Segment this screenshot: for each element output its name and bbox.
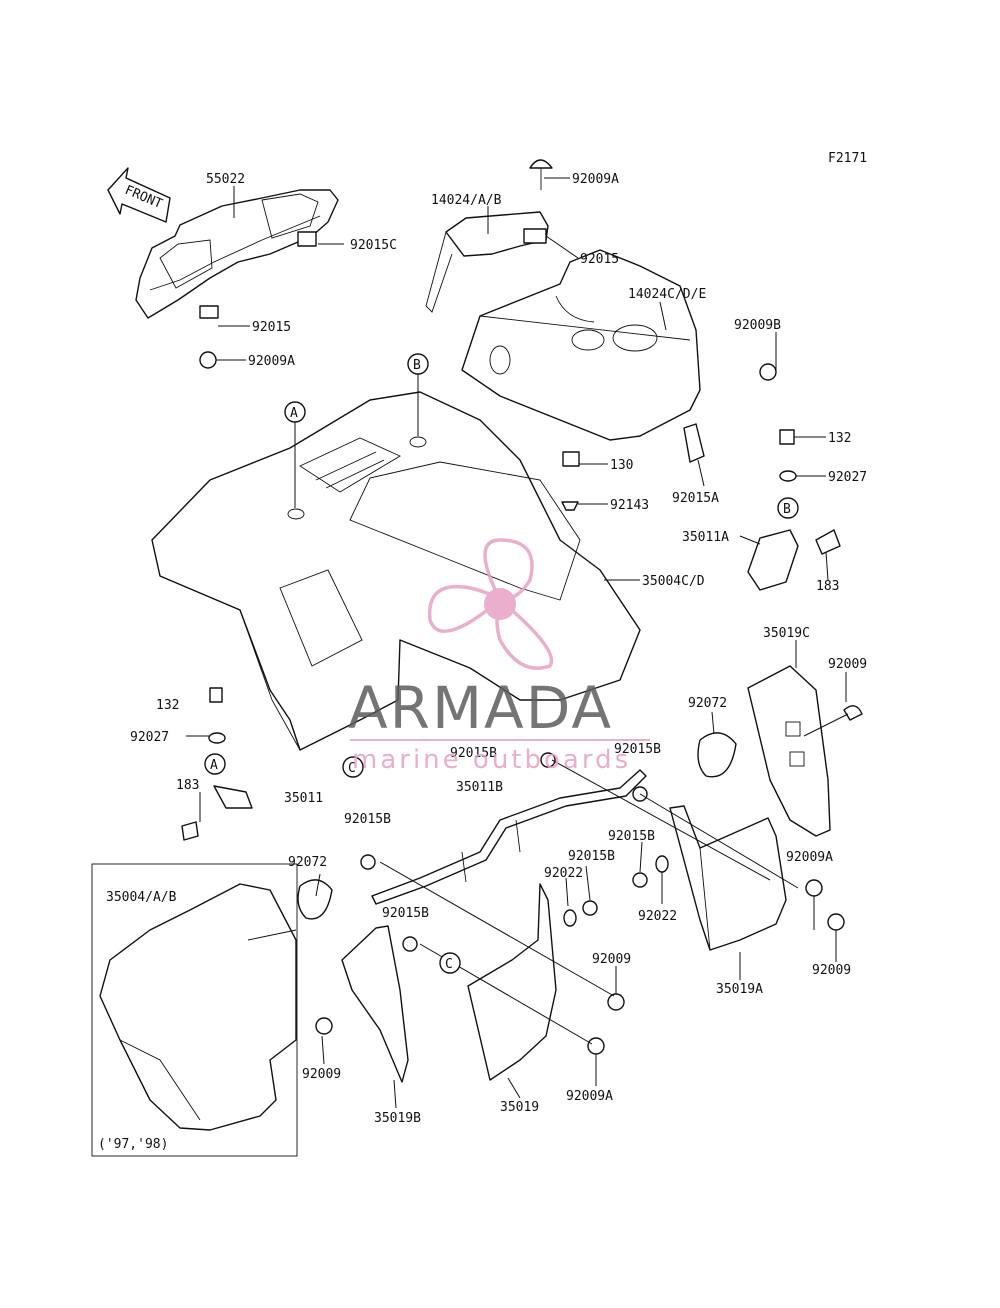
part-35019C-drawing	[747, 665, 863, 837]
part-label: 92009A	[572, 172, 619, 187]
part-label: 92015C	[350, 238, 397, 253]
part-label: 183	[816, 579, 839, 594]
part-label: 35019A	[716, 982, 763, 997]
part-label: 55022	[206, 172, 245, 187]
part-label: 92022	[638, 909, 677, 924]
part-label: 92009	[302, 1067, 341, 1082]
svg-text:C: C	[348, 761, 356, 776]
part-label: 35011A	[682, 530, 729, 545]
part-14024AB-drawing	[425, 159, 553, 313]
armada-logo-watermark: ARMADA marine outboards	[348, 538, 650, 775]
part-label: 35004/A/B	[106, 890, 177, 905]
part-label: 92143	[610, 498, 649, 513]
part-label: 35004C/D	[642, 574, 705, 589]
part-label: 92009	[812, 963, 851, 978]
watermark-tagline: marine outboards	[352, 745, 631, 775]
part-35011A-drawing	[561, 423, 841, 591]
part-label: 132	[156, 698, 179, 713]
callout-a-top: A	[284, 401, 306, 508]
front-arrow-icon: FRONT	[107, 167, 171, 223]
part-14024CDE-drawing	[461, 249, 701, 441]
svg-text:B: B	[413, 358, 421, 373]
part-label: 132	[828, 431, 851, 446]
part-label: 92022	[544, 866, 583, 881]
callout-b-right: B	[777, 497, 799, 519]
rail-tabs	[461, 819, 521, 883]
part-label: 92027	[828, 470, 867, 485]
callout-c-body: C	[342, 756, 364, 778]
part-label: 92015A	[672, 491, 719, 506]
part-label: 183	[176, 778, 199, 793]
inset-panel	[91, 863, 298, 1157]
part-35011B-drawing	[371, 769, 647, 905]
part-55022-drawing	[135, 189, 339, 319]
part-label: 92015	[252, 320, 291, 335]
part-label: 92015	[580, 252, 619, 267]
svg-text:A: A	[210, 758, 218, 773]
inset-note: ('97,'98)	[98, 1137, 168, 1152]
part-label: 92072	[688, 696, 727, 711]
part-label: 92009A	[786, 850, 833, 865]
part-label: 14024C/D/E	[628, 287, 706, 302]
part-label: 35019B	[374, 1111, 421, 1126]
part-label: 14024/A/B	[431, 193, 502, 208]
part-35019B-drawing	[341, 925, 409, 1083]
part-label: 92015B	[568, 849, 615, 864]
part-label: 92015B	[382, 906, 429, 921]
svg-text:B: B	[783, 502, 791, 517]
callout-b-top: B	[407, 353, 429, 436]
svg-text:C: C	[445, 957, 453, 972]
figure-code: F2171	[828, 151, 867, 166]
part-label: 92009A	[248, 354, 295, 369]
svg-text:A: A	[290, 406, 298, 421]
part-label: 92009A	[566, 1089, 613, 1104]
callout-c-lower: C	[439, 952, 461, 974]
part-label: 35011B	[456, 780, 503, 795]
part-label: 35019C	[763, 626, 810, 641]
part-label: 92072	[288, 855, 327, 870]
part-92072-ring	[697, 732, 737, 778]
part-label: 92015B	[608, 829, 655, 844]
part-35019A-drawing	[669, 805, 787, 951]
part-label: 35011	[284, 791, 323, 806]
part-label: 92009B	[734, 318, 781, 333]
part-label: 92027	[130, 730, 169, 745]
part-labels: 55022 92015C 92015 92009A 14024/A/B 9200…	[106, 172, 867, 1126]
part-label: 92015B	[344, 812, 391, 827]
callout-a-left: A	[204, 753, 226, 775]
part-92072-ring-b	[297, 879, 333, 920]
part-label: 35019	[500, 1100, 539, 1115]
part-label: 92015B	[614, 742, 661, 757]
fasteners	[181, 351, 845, 1055]
leader-lines	[186, 177, 849, 1109]
watermark-brand: ARMADA	[348, 674, 613, 742]
part-label: 92009	[592, 952, 631, 967]
part-label: 92009	[828, 657, 867, 672]
part-label: 92015B	[450, 746, 497, 761]
part-35019-drawing	[467, 883, 557, 1081]
part-label: 130	[610, 458, 633, 473]
